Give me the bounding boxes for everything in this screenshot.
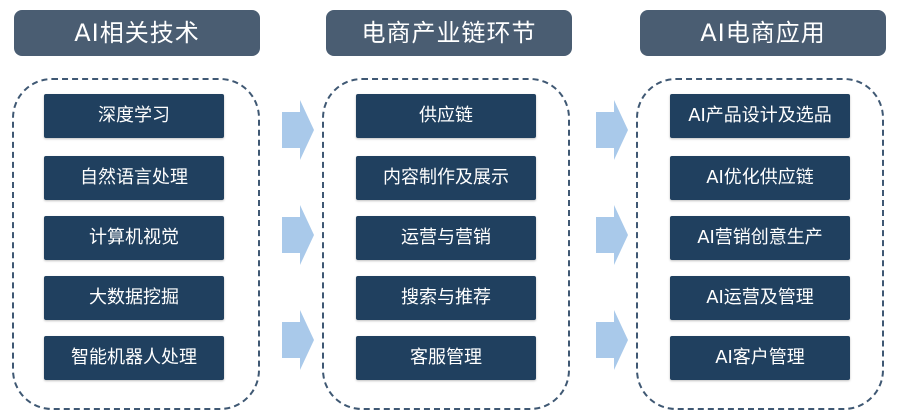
item-app-2: AI优化供应链 — [670, 156, 850, 200]
item-chain-5: 客服管理 — [356, 336, 536, 380]
item-ai-tech-3: 计算机视觉 — [44, 216, 224, 260]
arrow-right-icon — [282, 205, 314, 265]
item-app-3: AI营销创意生产 — [670, 216, 850, 260]
panel-ai-ecommerce-apps: AI产品设计及选品 AI优化供应链 AI营销创意生产 AI运营及管理 AI客户管… — [636, 78, 884, 410]
item-ai-tech-5: 智能机器人处理 — [44, 336, 224, 380]
arrow-right-icon — [596, 100, 628, 160]
panel-ai-tech: 深度学习 自然语言处理 计算机视觉 大数据挖掘 智能机器人处理 — [12, 78, 260, 410]
panel-ecommerce-chain: 供应链 内容制作及展示 运营与营销 搜索与推荐 客服管理 — [322, 78, 570, 410]
item-chain-4: 搜索与推荐 — [356, 276, 536, 320]
arrow-right-icon — [596, 310, 628, 370]
arrow-right-icon — [282, 310, 314, 370]
item-app-5: AI客户管理 — [670, 336, 850, 380]
item-ai-tech-1: 深度学习 — [44, 94, 224, 138]
column-ai-ecommerce-apps: AI电商应用 AI产品设计及选品 AI优化供应链 AI营销创意生产 AI运营及管… — [636, 0, 900, 416]
item-ai-tech-2: 自然语言处理 — [44, 156, 224, 200]
column-title-ai-ecommerce-apps: AI电商应用 — [640, 10, 886, 56]
column-ecommerce-chain: 电商产业链环节 供应链 内容制作及展示 运营与营销 搜索与推荐 客服管理 — [322, 0, 586, 416]
arrow-right-icon — [282, 100, 314, 160]
item-ai-tech-4: 大数据挖掘 — [44, 276, 224, 320]
item-chain-3: 运营与营销 — [356, 216, 536, 260]
column-ai-tech: AI相关技术 深度学习 自然语言处理 计算机视觉 大数据挖掘 智能机器人处理 — [12, 0, 274, 416]
item-app-4: AI运营及管理 — [670, 276, 850, 320]
item-app-1: AI产品设计及选品 — [670, 94, 850, 138]
column-title-ai-tech: AI相关技术 — [14, 10, 260, 56]
item-chain-1: 供应链 — [356, 94, 536, 138]
arrow-right-icon — [596, 205, 628, 265]
column-title-ecommerce-chain: 电商产业链环节 — [326, 10, 572, 56]
item-chain-2: 内容制作及展示 — [356, 156, 536, 200]
